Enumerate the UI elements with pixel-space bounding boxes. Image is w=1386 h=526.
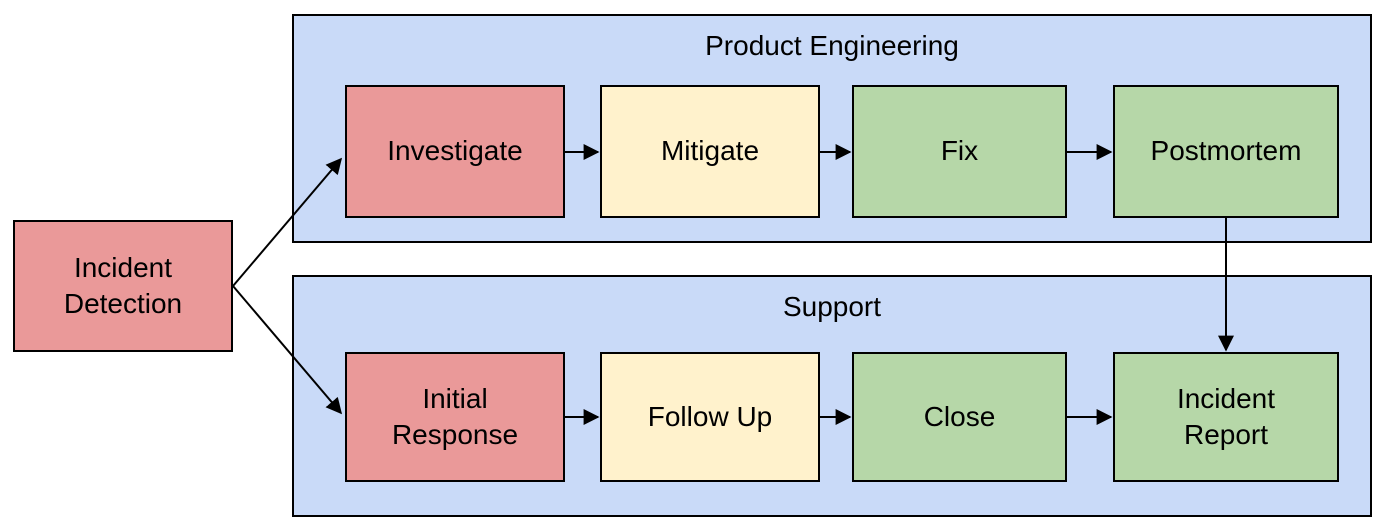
lane-title-support: Support: [782, 291, 882, 322]
node-investigate: Investigate: [345, 85, 565, 218]
node-close: Close: [852, 352, 1067, 482]
node-fix: Fix: [852, 85, 1067, 218]
node-incident-detection: Incident Detection: [13, 220, 233, 352]
node-initial-response: Initial Response: [345, 352, 565, 482]
lane-title-product-engineering: Product Engineering: [705, 30, 959, 61]
node-postmortem: Postmortem: [1113, 85, 1339, 218]
node-follow-up: Follow Up: [600, 352, 820, 482]
node-incident-report: Incident Report: [1113, 352, 1339, 482]
node-mitigate: Mitigate: [600, 85, 820, 218]
